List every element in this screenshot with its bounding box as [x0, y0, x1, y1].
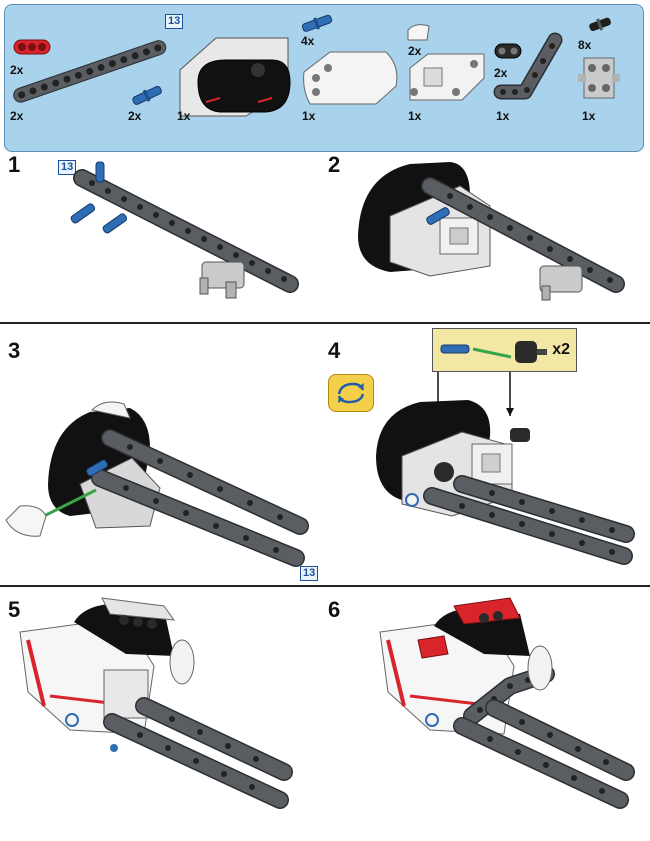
step-number: 6 — [328, 597, 341, 622]
step-divider — [0, 322, 650, 324]
beam-size-tag: 13 — [165, 14, 184, 29]
white-panel-icon — [303, 51, 398, 105]
cross-block-icon — [578, 57, 620, 99]
qty-label: 2x — [10, 109, 24, 123]
pin-into-connector-icon — [440, 341, 547, 363]
rotate-model-icon — [328, 374, 374, 412]
beam-size-tag: 13 — [300, 566, 319, 581]
step-number: 5 — [8, 597, 21, 622]
black-pin-icon — [589, 17, 611, 32]
step-number: 3 — [8, 338, 21, 363]
step1-beam-with-pins-illustration — [70, 161, 299, 299]
qty-label: 2x — [128, 109, 142, 123]
step-number: 2 — [328, 152, 341, 177]
beam-13-icon — [13, 40, 167, 103]
black-connector-icon — [494, 43, 522, 59]
step-number: 1 — [8, 152, 21, 177]
step3-double-beam-illustration — [5, 401, 309, 567]
red-axle-connector-icon — [13, 39, 51, 55]
qty-label: 2x — [10, 63, 24, 77]
sub-assembly-callout: x2 — [432, 328, 577, 372]
qty-label: 8x — [578, 38, 592, 52]
beam-size-tag: 13 — [58, 160, 77, 175]
step6-bent-beam-illustration — [379, 597, 635, 809]
qty-label: 4x — [301, 34, 315, 48]
qty-label: 1x — [408, 109, 422, 123]
blue-axle-pin-small-icon — [132, 85, 162, 105]
white-frame-icon — [409, 53, 485, 101]
step5-side-panel-illustration — [19, 597, 293, 809]
step2-motor-assembly-illustration — [358, 162, 625, 301]
bent-beam-icon — [493, 32, 563, 100]
qty-label: 2x — [408, 44, 422, 58]
large-motor-icon — [179, 37, 291, 117]
qty-label: 1x — [582, 109, 596, 123]
white-curved-piece-icon — [407, 24, 430, 41]
step-divider — [0, 585, 650, 587]
qty-label: 1x — [302, 109, 316, 123]
step4-assembly-illustration — [376, 400, 635, 565]
qty-label: 1x — [496, 109, 510, 123]
qty-label: 1x — [177, 109, 191, 123]
callout-multiplier: x2 — [552, 341, 570, 358]
step-number: 4 — [328, 338, 341, 363]
blue-axle-pin-icon — [301, 14, 333, 32]
qty-label: 2x — [494, 66, 508, 80]
